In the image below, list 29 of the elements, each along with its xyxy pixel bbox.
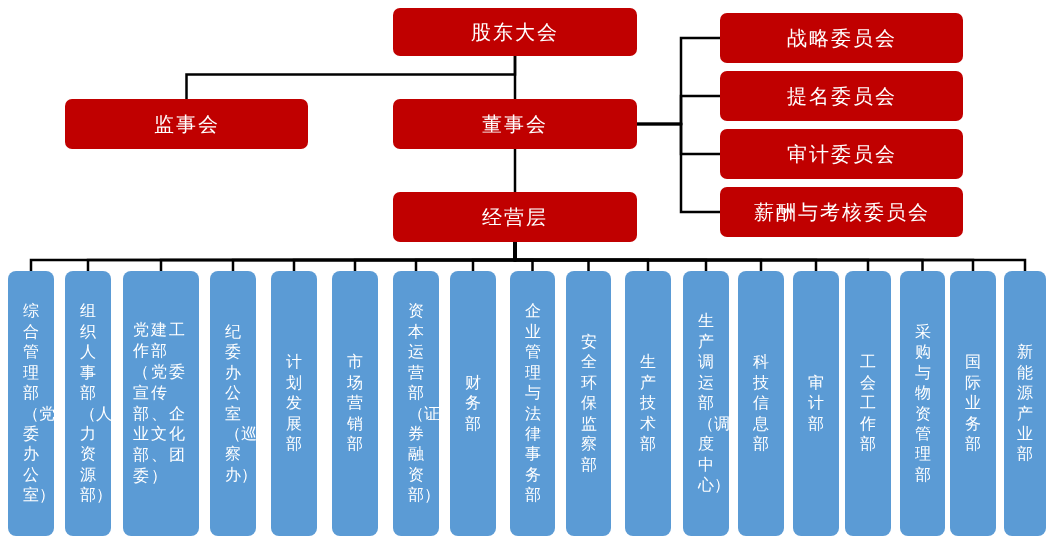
org-unit-box: 监事会 bbox=[65, 99, 308, 149]
org-unit-box: 提名委员会 bbox=[720, 71, 963, 121]
department-box: 组织人事部（人力资源部） bbox=[65, 271, 111, 536]
org-unit-box: 股东大会 bbox=[393, 8, 637, 56]
department-box: 新能源产业部 bbox=[1004, 271, 1046, 536]
department-box: 工会工作部 bbox=[845, 271, 891, 536]
department-box: 市场营销部 bbox=[332, 271, 378, 536]
connector-line bbox=[513, 149, 517, 192]
department-box: 企业管理与法律事务部 bbox=[510, 271, 555, 536]
department-box: 生产技术部 bbox=[625, 271, 671, 536]
department-box: 国际业务部 bbox=[950, 271, 996, 536]
department-box: 党建工作部（党委宣传部、企业文化部、团委） bbox=[123, 271, 199, 536]
department-box: 安全环保监察部 bbox=[566, 271, 611, 536]
department-box: 纪委办公室（巡察办） bbox=[210, 271, 256, 536]
department-box: 审计部 bbox=[793, 271, 839, 536]
department-box: 生产调运部（调度中心） bbox=[683, 271, 729, 536]
org-unit-box: 经营层 bbox=[393, 192, 637, 242]
department-box: 采购与物资管理部 bbox=[900, 271, 945, 536]
department-box: 计划发展部 bbox=[271, 271, 317, 536]
org-unit-box: 薪酬与考核委员会 bbox=[720, 187, 963, 237]
org-unit-box: 战略委员会 bbox=[720, 13, 963, 63]
org-unit-box: 审计委员会 bbox=[720, 129, 963, 179]
connector-line bbox=[513, 56, 517, 99]
department-box: 财务部 bbox=[450, 271, 496, 536]
department-box: 综合管理部（党委办公室） bbox=[8, 271, 54, 536]
department-box: 科技信息部 bbox=[738, 271, 784, 536]
department-box: 资本运营部（证券融资部） bbox=[393, 271, 439, 536]
org-unit-box: 董事会 bbox=[393, 99, 637, 149]
connector-line bbox=[637, 122, 720, 214]
